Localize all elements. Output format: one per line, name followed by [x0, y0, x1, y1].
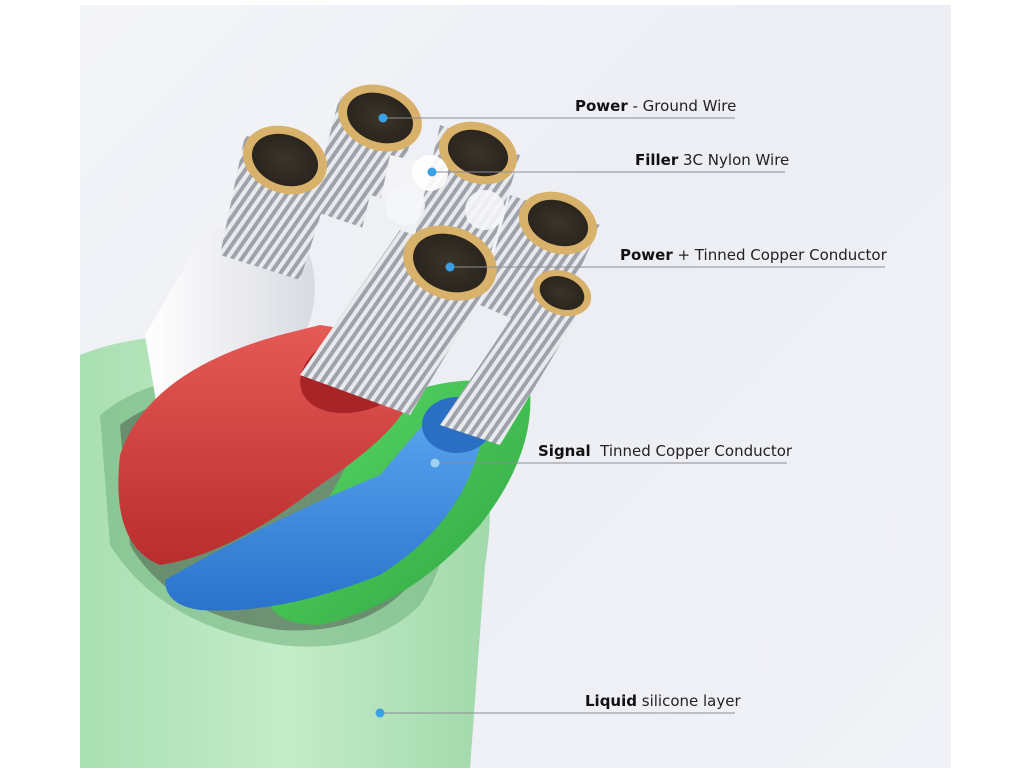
callout-dot-signal	[430, 458, 440, 468]
label-signal: Signal Tinned Copper Conductor	[538, 442, 793, 460]
cable-diagram: Power - Ground Wire Filler 3C Nylon Wire…	[80, 5, 951, 768]
label-filler: Filler 3C Nylon Wire	[635, 151, 790, 169]
label-power-ground: Power - Ground Wire	[575, 97, 737, 115]
label-power-plus: Power + Tinned Copper Conductor	[620, 246, 887, 264]
label-liquid: Liquid silicone layer	[585, 692, 741, 710]
callout-dot-filler	[427, 167, 437, 177]
callout-dot-power-plus	[445, 262, 455, 272]
cable-illustration	[80, 84, 885, 768]
callout-dot-liquid	[375, 708, 385, 718]
callouts	[375, 113, 885, 718]
callout-dot-power-ground	[378, 113, 388, 123]
